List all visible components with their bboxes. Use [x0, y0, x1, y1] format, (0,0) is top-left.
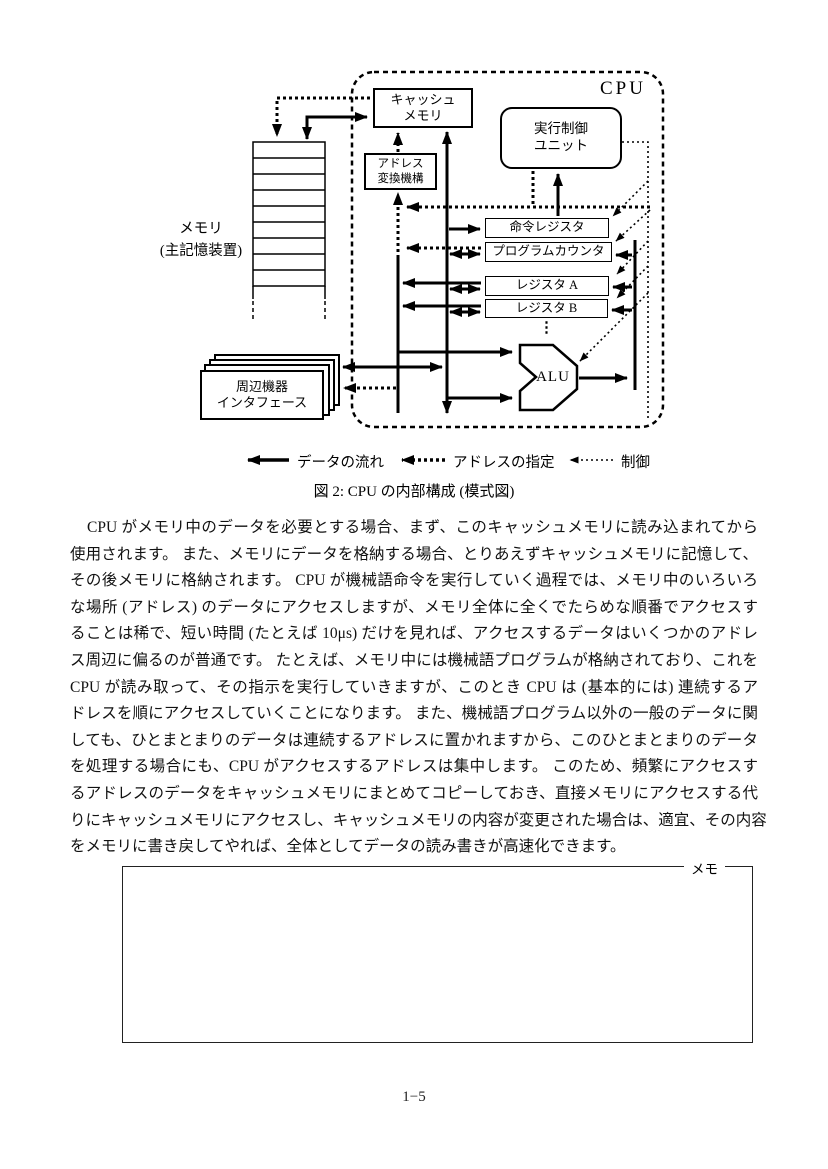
body-line: ス周辺に偏るのが普通です。 たとえば、メモリ中には機械語プログラムが格納されてお…	[70, 651, 758, 669]
instruction-register-box: 命令レジスタ	[485, 218, 609, 238]
legend-address-label: アドレスの指定	[453, 455, 555, 471]
program-counter-label: プログラムカウンタ	[492, 244, 605, 259]
main-memory-label: メモリ (主記憶装置)	[140, 218, 262, 263]
body-line: ドレスを順にアクセスしていくことになります。 また、機械語プログラム以外の一般の…	[70, 705, 758, 723]
cache-memory-label-line1: キャッシュ	[390, 91, 456, 107]
memo-box-label: メモ	[684, 858, 725, 878]
body-line: ることは稀で、短い時間 (たとえば 10μs) だけを見れば、アクセスするデータ…	[70, 625, 758, 643]
body-line: 使用されます。 また、メモリにデータを格納する場合、とりあえずキャッシュメモリに…	[70, 545, 758, 563]
exec-unit-label-line1: 実行制御	[534, 121, 588, 137]
register-b-box: レジスタ B	[485, 299, 608, 318]
body-line: CPU が読み取って、その指示を実行していきますが、このとき CPU は (基本…	[70, 678, 758, 696]
address-translation-label-line2: 変換機構	[377, 172, 424, 185]
memo-box	[122, 866, 753, 1043]
legend-control-label: 制御	[621, 455, 650, 471]
legend-data-flow-label: データの流れ	[297, 455, 384, 471]
cpu-region-label: CPU	[600, 78, 646, 99]
main-memory-label-line2: (主記憶装置)	[159, 243, 243, 260]
program-counter-box: プログラムカウンタ	[485, 242, 612, 262]
body-text: CPU がメモリ中のデータを必要とする場合、まず、このキャッシュメモリに読み込ま…	[70, 515, 767, 861]
body-line: をメモリに書き戻してやれば、全体としてデータの読み書きが高速化できます。	[70, 838, 626, 856]
body-line: な場所 (アドレス) のデータにアクセスしますが、メモリ全体に全くでたらめな順番…	[70, 598, 758, 616]
instruction-register-label: 命令レジスタ	[509, 220, 585, 235]
body-line: CPU がメモリ中のデータを必要とする場合、まず、このキャッシュメモリに読み込ま…	[87, 519, 758, 536]
body-line: しても、ひとまとまりのデータは連続するアドレスに置かれますから、このひとまとまり…	[70, 731, 758, 749]
body-line: りにキャッシュメモリにアクセスし、キャッシュメモリの内容が変更された場合は、適宜…	[70, 811, 767, 829]
address-translation-box: アドレス 変換機構	[364, 153, 437, 190]
register-a-box: レジスタ A	[485, 276, 609, 296]
peripheral-interface-label-line2: インタフェース	[216, 395, 308, 410]
alu-label: ALU	[536, 369, 570, 385]
page-number: 1−5	[402, 1089, 426, 1105]
figure-caption: 図 2: CPU の内部構成 (模式図)	[313, 484, 515, 500]
execution-control-unit-box: 実行制御 ユニット	[500, 107, 622, 169]
register-b-label: レジスタ B	[515, 300, 578, 315]
cache-memory-label-line2: メモリ	[403, 108, 443, 123]
body-line: その後メモリに格納されます。 CPU が機械語命令を実行していく過程では、メモリ…	[70, 572, 758, 590]
peripheral-interface-box: 周辺機器 インタフェース	[200, 370, 324, 420]
exec-unit-label-line2: ユニット	[534, 138, 588, 153]
address-translation-label-line1: アドレス	[377, 158, 424, 171]
body-line: るアドレスのデータをキャッシュメモリにまとめてコピーしておき、直接メモリにアクセ…	[70, 784, 758, 802]
cache-memory-box: キャッシュ メモリ	[373, 88, 473, 128]
more-registers-ellipsis: ⋮	[539, 320, 554, 336]
peripheral-interface-label-line1: 周辺機器	[235, 378, 288, 394]
body-line: を処理する場合にも、CPU がアクセスするアドレスは集中します。 このため、頻繁…	[70, 758, 758, 776]
cpu-diagram-linework	[204, 70, 665, 465]
main-memory-label-line1: メモリ	[179, 221, 223, 237]
register-a-label: レジスタ A	[515, 278, 579, 293]
